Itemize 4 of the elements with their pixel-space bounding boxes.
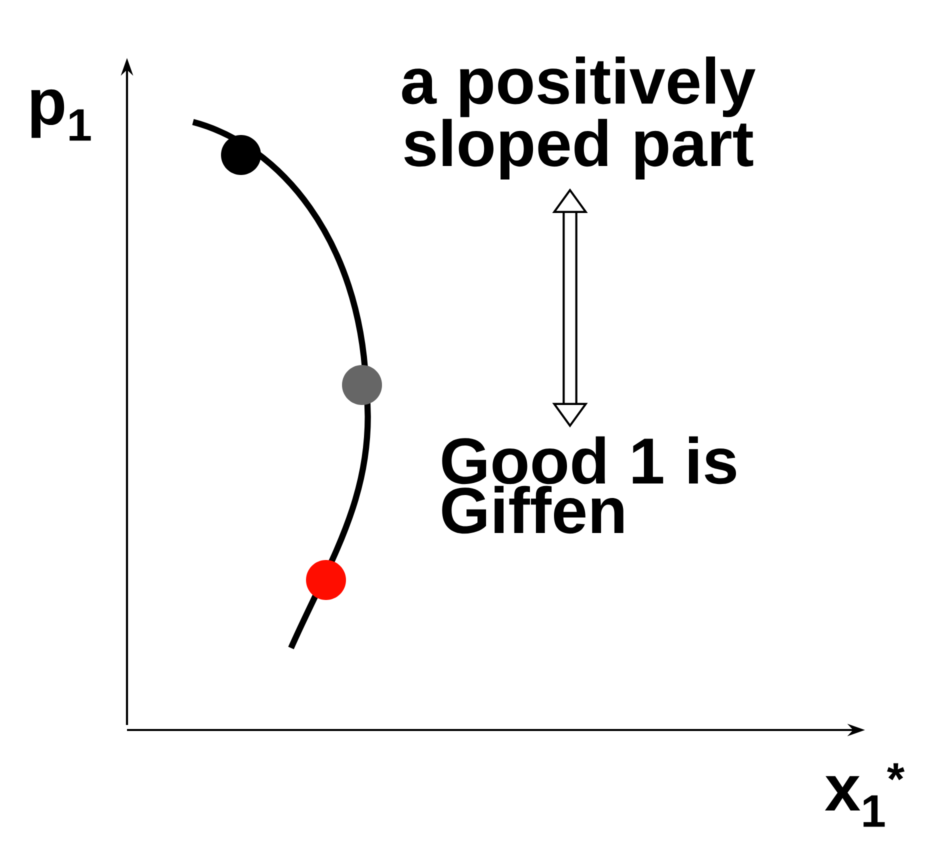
axis-label: x$_{1}$* (824, 763, 905, 827)
statement-text: Good 1 is Giffen (442, 436, 736, 534)
statement-text: a positively sloped part (402, 56, 756, 180)
axis-label: p$_{1}$ (31, 89, 91, 141)
